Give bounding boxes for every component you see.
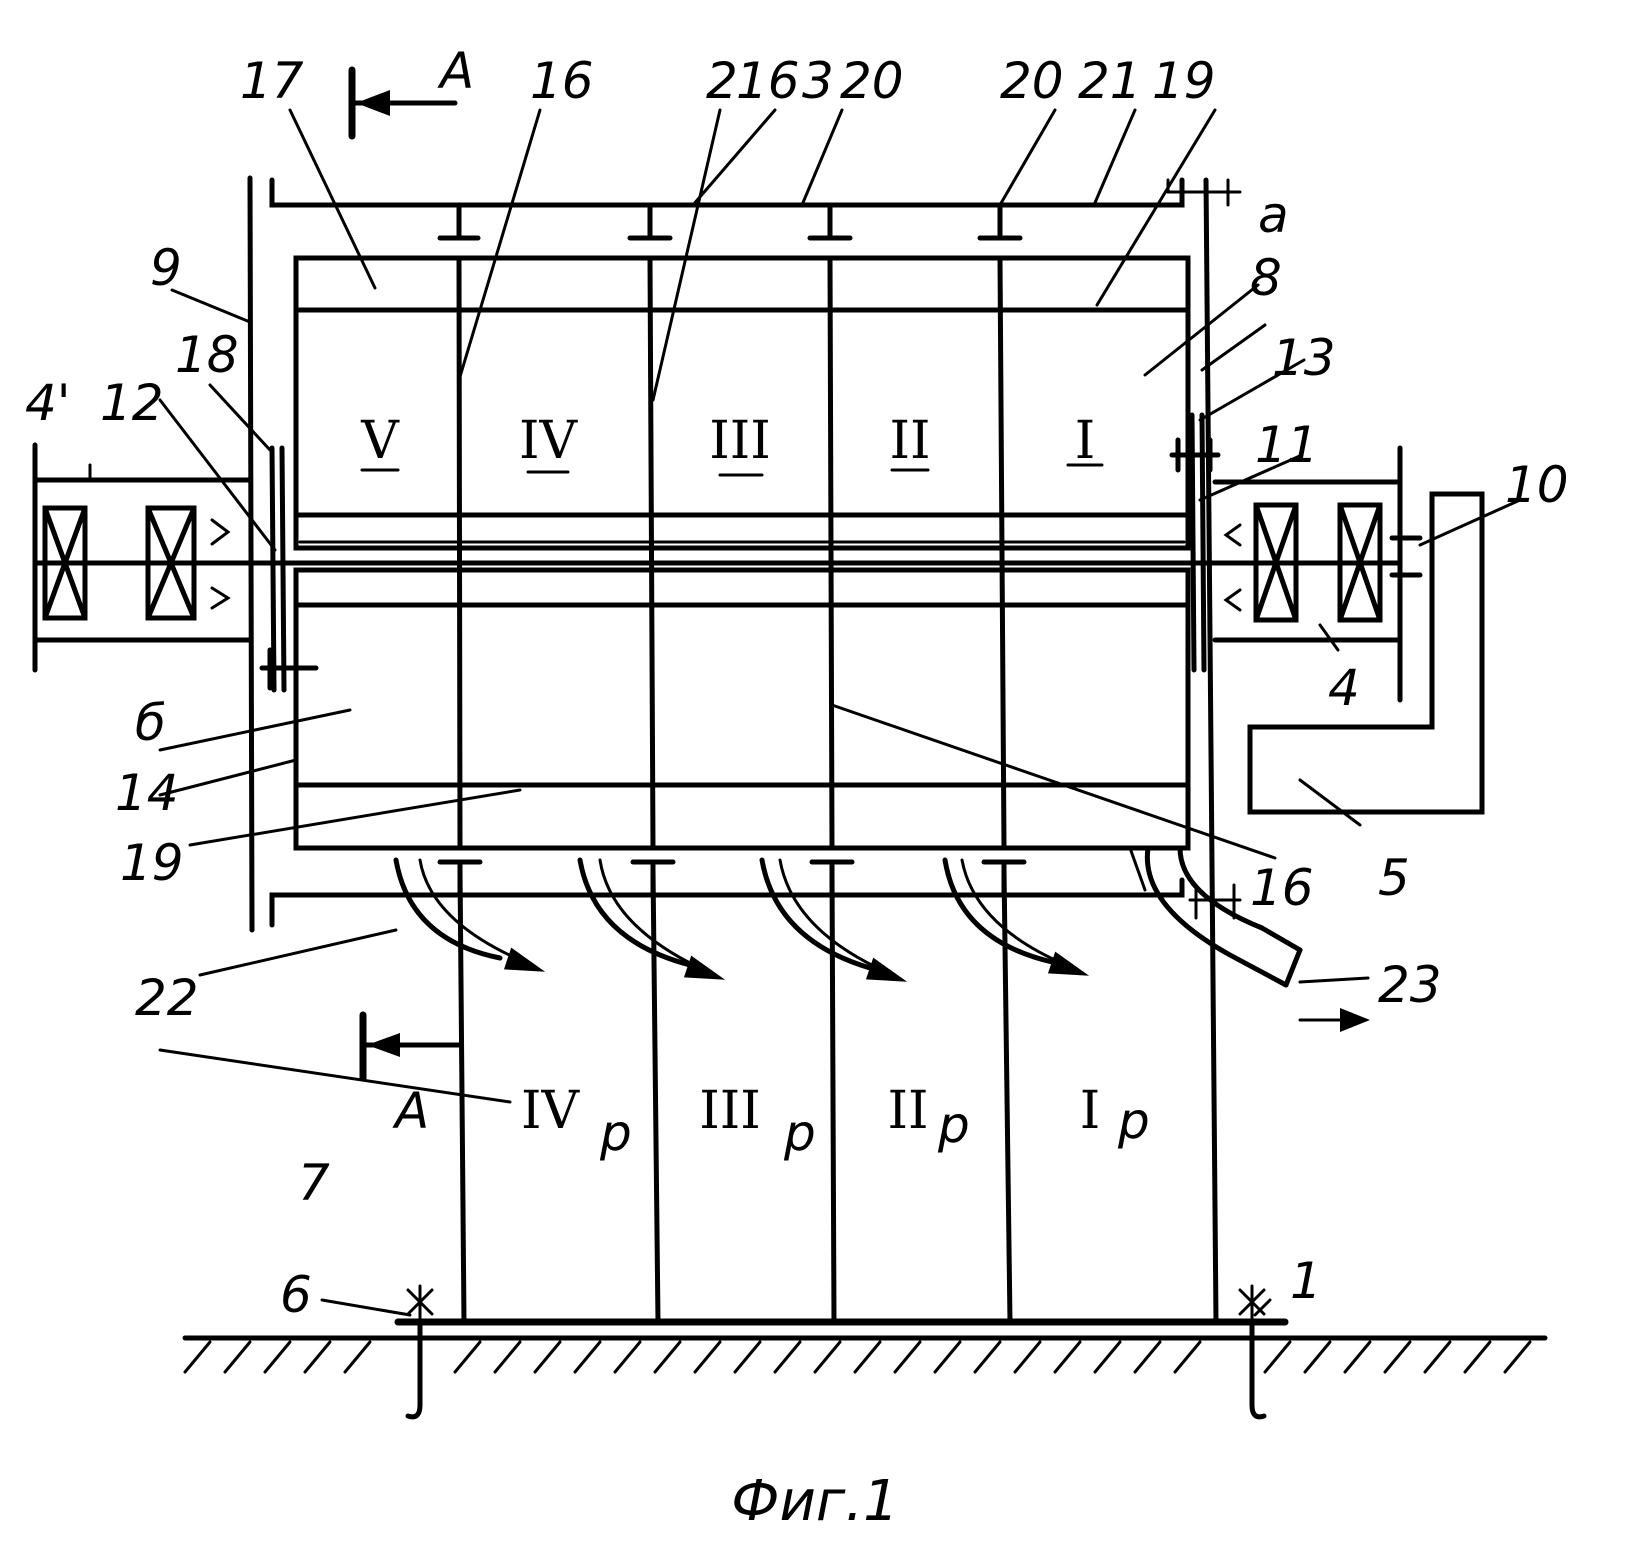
upper-drum-letter: a	[1258, 186, 1289, 244]
part-number: 2	[706, 52, 738, 110]
lower-drum-letter: б	[135, 694, 166, 752]
part-number: 20	[1000, 52, 1064, 110]
part-number: 14	[115, 764, 179, 822]
upper-drum	[296, 258, 1188, 548]
lower-chamber-label: p	[1117, 1092, 1150, 1150]
lower-chamber-label: III	[699, 1081, 761, 1141]
part-number: 20	[840, 52, 904, 110]
part-number: 7	[298, 1154, 330, 1212]
right-bearing-housing	[1215, 448, 1420, 700]
part-number: 8	[1250, 249, 1282, 307]
ground	[185, 1338, 1545, 1372]
left-bearing-housing	[35, 445, 250, 670]
part-number: 21	[1078, 52, 1142, 110]
part-number: 16	[1250, 859, 1314, 917]
chamber-label: III	[709, 411, 771, 471]
flow-chutes	[396, 860, 1084, 980]
part-number: 16	[530, 52, 594, 110]
part-number: 13	[1272, 329, 1336, 387]
lower-chamber-label: p	[937, 1096, 970, 1154]
part-number: 22	[135, 969, 199, 1027]
chamber-label: V	[360, 411, 400, 471]
part-number: 10	[1505, 456, 1569, 514]
lower-chamber-label: p	[599, 1104, 632, 1162]
part-number: 12	[100, 374, 164, 432]
figure-caption: Фиг.1	[731, 1469, 898, 1534]
section-marker-bottom	[363, 1015, 460, 1078]
left-frame-wall	[250, 178, 252, 930]
part-number: 1	[1290, 1252, 1322, 1310]
part-number: 3	[802, 52, 834, 110]
lower-chamber-walls	[460, 180, 1216, 1322]
part-number: 18	[175, 326, 239, 384]
part-number: 23	[1378, 956, 1442, 1014]
part-number: 6	[280, 1266, 312, 1324]
lower-chamber-label: p	[783, 1104, 816, 1162]
chamber-label: I	[1075, 411, 1096, 471]
chamber-label: II	[889, 411, 930, 471]
part-number: 4'	[25, 374, 71, 432]
section-label-bottom: A	[392, 1082, 429, 1140]
upper-chamber-labels: V IV III II I	[360, 411, 1102, 475]
part-number: 11	[1255, 416, 1319, 474]
part-number: 17	[240, 52, 304, 110]
chamber-label: IV	[519, 411, 579, 471]
part-number: 19	[120, 834, 184, 892]
part-number: 9	[150, 239, 182, 297]
lower-chamber-label: IV	[521, 1081, 581, 1141]
part-number: 19	[1152, 52, 1216, 110]
drum-partitions	[459, 258, 1004, 848]
lower-chamber-label: I	[1080, 1081, 1101, 1141]
top-brackets	[440, 205, 1020, 238]
section-label-top: A	[437, 42, 474, 100]
part-number: 4	[1328, 659, 1360, 717]
part-number: 5	[1378, 849, 1410, 907]
lower-chamber-label: II	[887, 1081, 928, 1141]
part-number: 16	[736, 52, 800, 110]
